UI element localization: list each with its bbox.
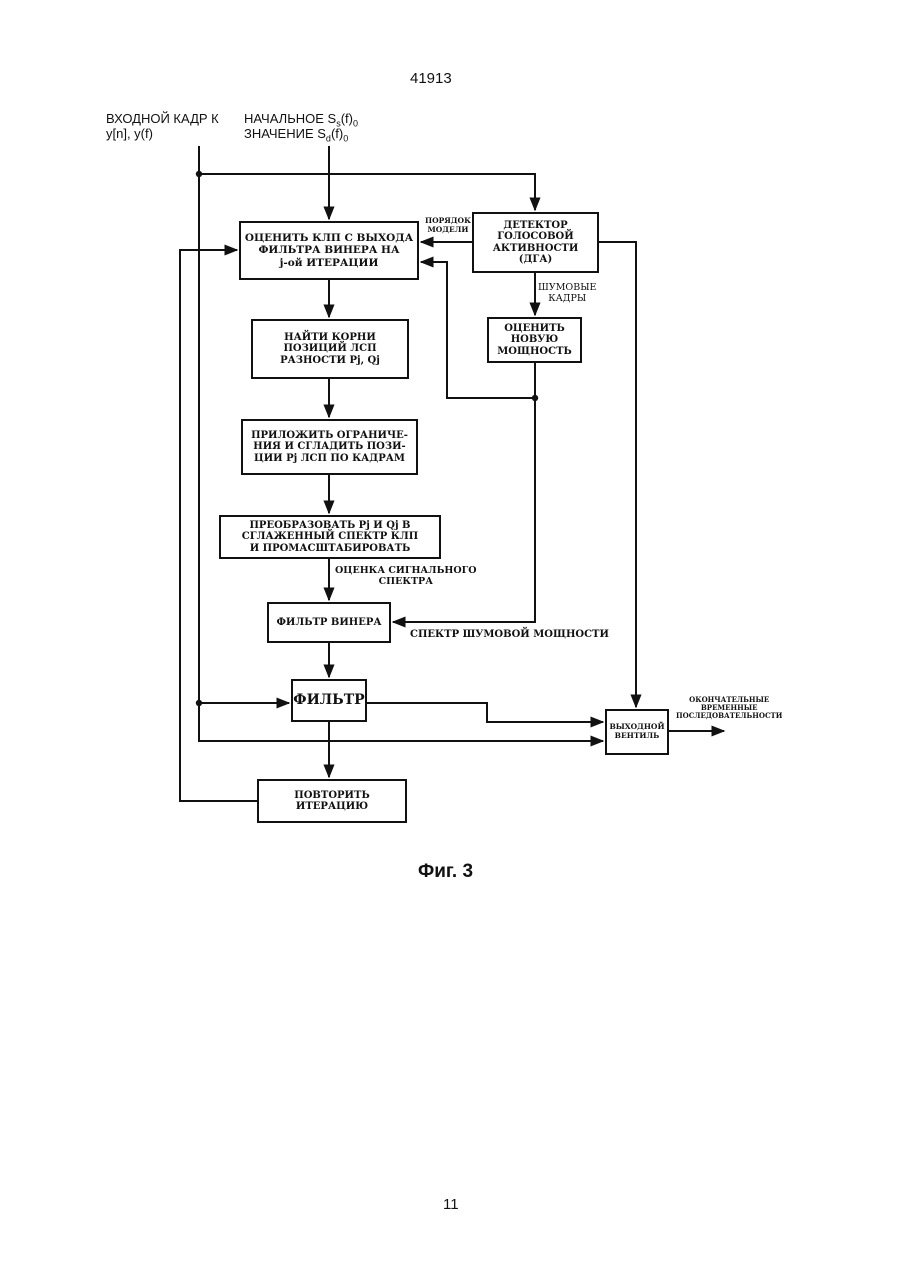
input-signal-label: y[n], y(f) bbox=[106, 127, 153, 142]
estimate-lpc-label: ОЦЕНИТЬ КЛП С ВЫХОДА ФИЛЬТРА ВИНЕРА НА j… bbox=[240, 222, 418, 279]
final-output-label: ОКОНЧАТЕЛЬНЫЕ ВРЕМЕННЫЕ ПОСЛЕДОВАТЕЛЬНОС… bbox=[676, 696, 782, 720]
signal-spectrum-label: ОЦЕНКА СИГНАЛЬНОГО СПЕКТРА bbox=[335, 566, 477, 588]
vad-label: ДЕТЕКТОР ГОЛОСОВОЙ АКТИВНОСТИ (ДГА) bbox=[473, 213, 598, 272]
input-to-vad-line bbox=[199, 174, 535, 210]
output-gate-label: ВЫХОДНОЙ ВЕНТИЛЬ bbox=[606, 710, 668, 754]
wiener-label: ФИЛЬТР ВИНЕРА bbox=[268, 603, 390, 642]
model-order-label: ПОРЯДОК МОДЕЛИ bbox=[425, 217, 471, 234]
filter-to-gate-line bbox=[366, 703, 603, 722]
noise-spectrum-label: СПЕКТР ШУМОВОЙ МОЩНОСТИ bbox=[410, 629, 609, 641]
input-frame-label: ВХОДНОЙ КАДР К bbox=[106, 112, 219, 127]
repeat-label: ПОВТОРИТЬ ИТЕРАЦИЮ bbox=[258, 780, 406, 822]
find-roots-label: НАЙТИ КОРНИ ПОЗИЦИЙ ЛСП РАЗНОСТИ Pj, Qj bbox=[252, 320, 408, 378]
page-number: 11 bbox=[443, 1196, 459, 1213]
noise-frames-label: ШУМОВЫЕ КАДРЫ bbox=[538, 283, 596, 305]
initial-value-label-2: ЗНАЧЕНИЕ Sd(f)0 bbox=[244, 127, 348, 144]
transform-label: ПРЕОБРАЗОВАТЬ Pj И Qj В СГЛАЖЕННЫЙ СПЕКТ… bbox=[220, 516, 440, 558]
header-number: 41913 bbox=[410, 70, 452, 87]
figure-caption: Фиг. 3 bbox=[418, 861, 473, 883]
constraints-label: ПРИЛОЖИТЬ ОГРАНИЧЕ- НИЯ И СГЛАДИТЬ ПОЗИ-… bbox=[242, 420, 417, 474]
new-power-label: ОЦЕНИТЬ НОВУЮ МОЩНОСТЬ bbox=[488, 318, 581, 362]
filter-label: ФИЛЬТР bbox=[292, 680, 366, 721]
